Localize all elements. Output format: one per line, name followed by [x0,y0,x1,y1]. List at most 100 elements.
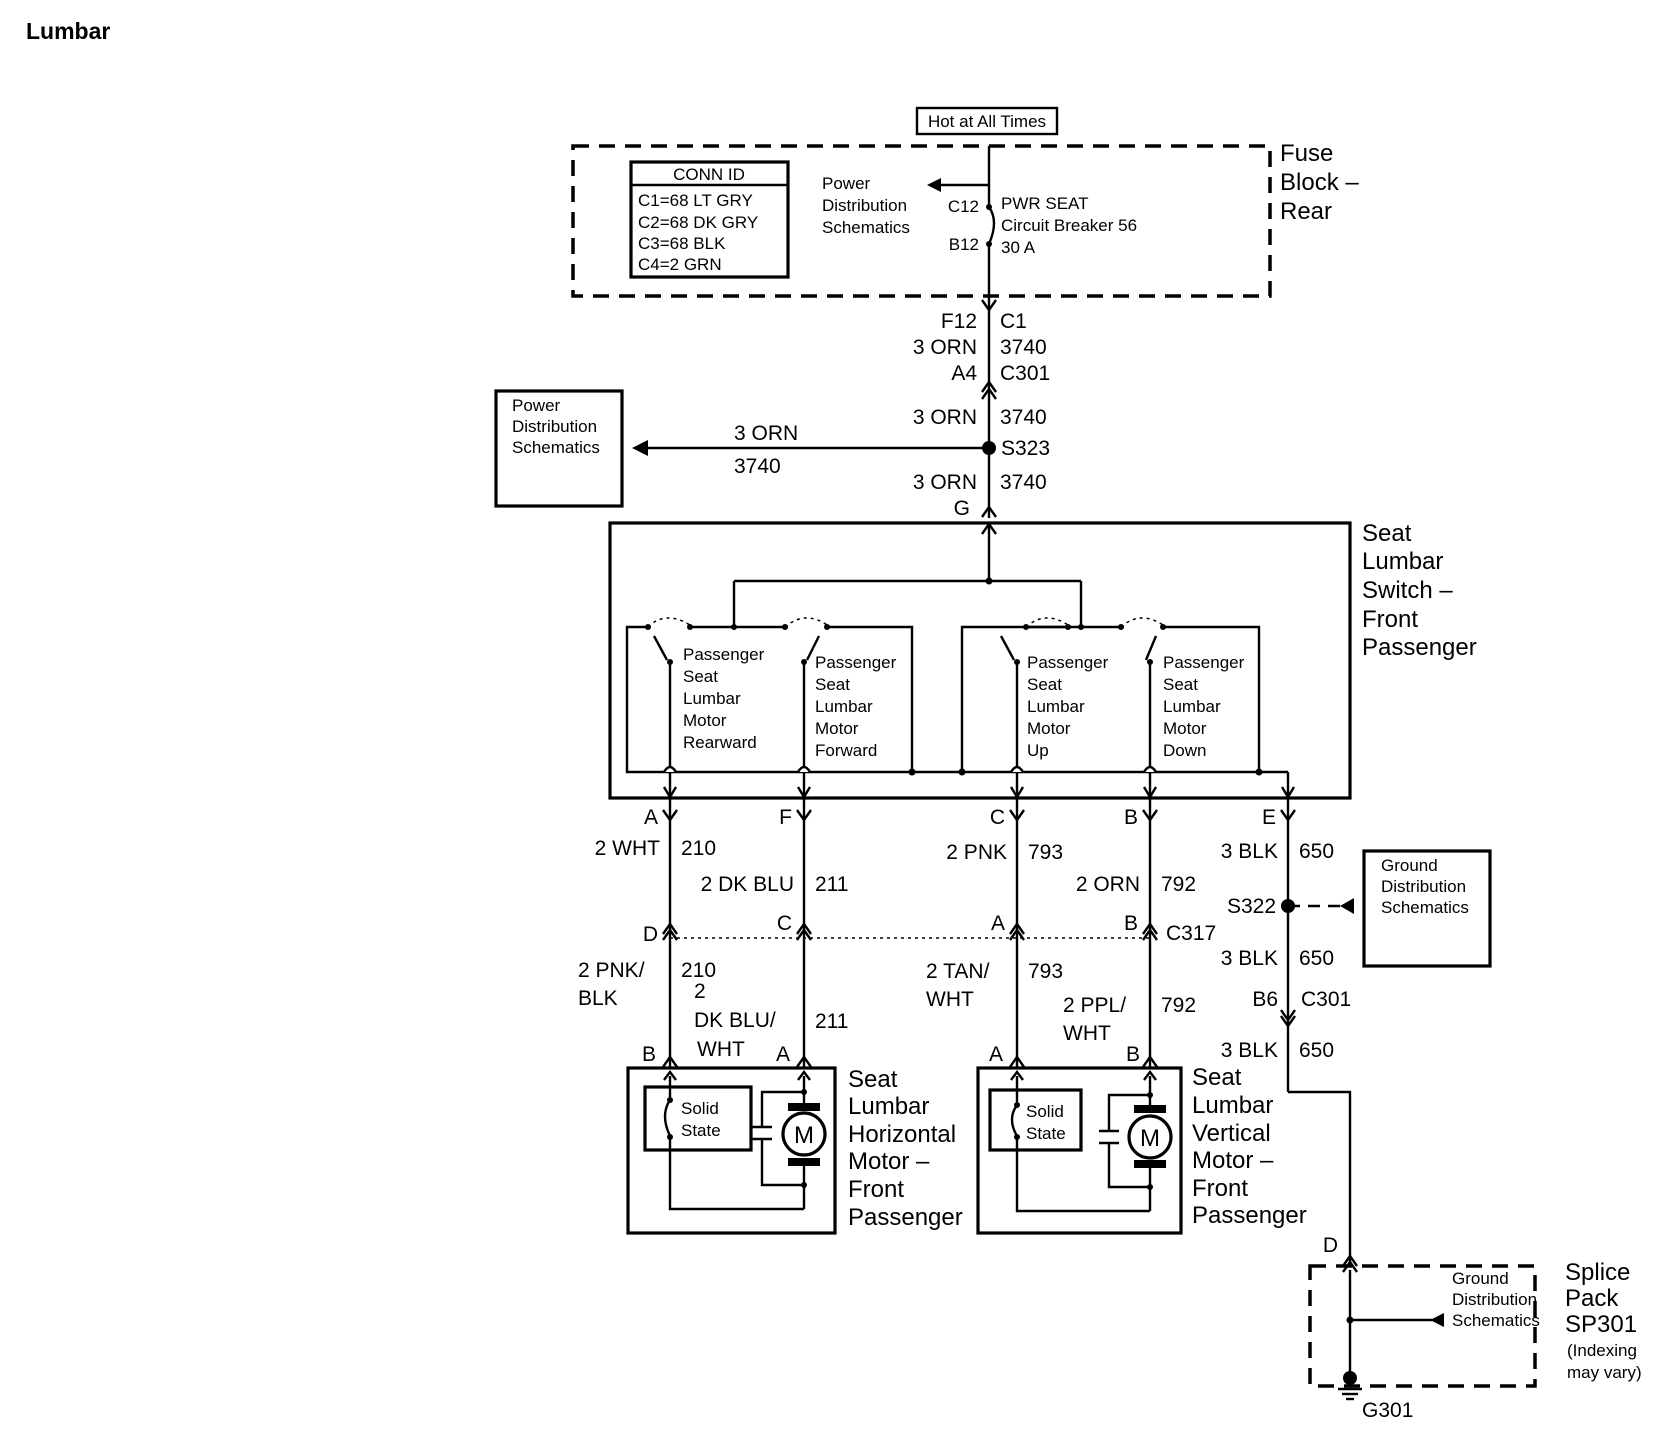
ground-distribution-box: Ground Distribution Schematics [1362,849,1492,968]
pin-label: A [776,1043,790,1066]
svg-text:Lumbar: Lumbar [1163,697,1221,716]
power-distribution-box: Power Distribution Schematics [494,389,624,508]
wire-circuit: 210 [681,959,716,982]
pin-label: C [777,912,792,935]
svg-text:Splice: Splice [1565,1259,1630,1286]
fuse-block-name: Fuse Block – Rear [1280,140,1359,225]
seat-lumbar-switch-box [608,521,1352,800]
branch-wire [632,440,989,456]
svg-text:Distribution: Distribution [1381,877,1466,896]
svg-text:Block –: Block – [1280,169,1359,196]
pin-label: B [1124,912,1138,935]
svg-text:may vary): may vary) [1567,1363,1642,1382]
connector-c301: C301 [1301,988,1351,1011]
svg-text:Fuse: Fuse [1280,140,1333,167]
conn-id-row: C3=68 BLK [638,234,726,253]
lower-wire-2-color: 2 DK BLU/ WHT [694,980,776,1061]
svg-text:Passenger: Passenger [1027,653,1109,672]
vertical-motor-box: M Solid State [976,1066,1183,1235]
horizontal-motor-name: Seat Lumbar Horizontal Motor – Front Pas… [848,1066,963,1231]
circuit-breaker-56: C12 B12 PWR SEAT Circuit Breaker 56 30 A [948,146,1137,296]
vertical-motor-name: Seat Lumbar Vertical Motor – Front Passe… [1192,1064,1307,1229]
svg-text:Pack: Pack [1565,1285,1619,1312]
svg-text:Schematics: Schematics [822,218,910,237]
wire-circuit: 792 [1161,873,1196,896]
output-wires [662,798,1354,1262]
pin-label: E [1262,806,1276,829]
svg-text:Lumbar: Lumbar [1362,548,1443,575]
splice-s323-label: S323 [1001,437,1050,460]
svg-text:Lumbar: Lumbar [683,689,741,708]
svg-text:BLK: BLK [578,987,618,1010]
fuse-block-boundary [571,144,1272,298]
svg-text:Seat: Seat [1192,1064,1242,1091]
wire-color: 2 PNK [946,841,1007,864]
svg-text:Passenger: Passenger [1192,1202,1307,1229]
switch-label-down: Passenger Seat Lumbar Motor Down [1163,653,1245,760]
svg-text:Seat: Seat [683,667,718,686]
pin-label: D [1323,1234,1338,1257]
svg-text:Passenger: Passenger [1163,653,1245,672]
svg-text:Solid: Solid [1026,1102,1064,1121]
lower-wire-3-color: 2 TAN/ WHT [926,960,990,1011]
svg-text:Up: Up [1027,741,1049,760]
connector-c301: C301 [1000,362,1050,385]
svg-text:2 TAN/: 2 TAN/ [926,960,990,983]
svg-text:Lumbar: Lumbar [1192,1092,1273,1119]
svg-text:Ground: Ground [1452,1269,1509,1288]
conn-id-header: CONN ID [673,165,745,184]
conn-id-row: C4=2 GRN [638,255,722,274]
svg-text:WHT: WHT [697,1038,745,1061]
lower-wire-1-color: 2 PNK/ BLK [578,959,645,1010]
svg-text:WHT: WHT [926,988,974,1011]
pin-label: D [643,923,658,946]
svg-text:PWR SEAT: PWR SEAT [1001,194,1089,213]
hot-at-all-times-label: Hot at All Times [928,112,1046,131]
wire-color: 3 BLK [1221,947,1278,970]
motor-symbol: M [794,1122,814,1149]
wire-color: 3 ORN [734,422,798,445]
svg-text:Seat: Seat [1027,675,1062,694]
switch-internal-wiring [625,521,1296,800]
svg-text:Lumbar: Lumbar [815,697,873,716]
svg-text:State: State [681,1121,721,1140]
svg-text:2 PNK/: 2 PNK/ [578,959,645,982]
wire-circuit: 650 [1299,1039,1334,1062]
motor-icon [1127,1114,1173,1160]
svg-text:Solid: Solid [681,1099,719,1118]
wire-color: 3 ORN [913,336,977,359]
switch-label-rearward: Passenger Seat Lumbar Motor Rearward [683,645,765,752]
arrow-left-icon [1340,898,1354,914]
arrow-left-icon [632,440,648,456]
svg-text:Distribution: Distribution [1452,1290,1537,1309]
wire-circuit: 650 [1299,840,1334,863]
connector-pin: B6 [1252,988,1278,1011]
svg-text:(Indexing: (Indexing [1567,1341,1637,1360]
svg-text:Distribution: Distribution [822,196,907,215]
svg-text:Horizontal: Horizontal [848,1121,956,1148]
wire-color: 3 BLK [1221,1039,1278,1062]
wire-color: 3 ORN [913,471,977,494]
svg-text:Passenger: Passenger [815,653,897,672]
breaker-pin-top: C12 [948,197,979,216]
svg-text:State: State [1026,1124,1066,1143]
arrow-left-icon [927,178,941,192]
feed-wire [981,296,997,518]
switch-label-forward: Passenger Seat Lumbar Motor Forward [815,653,897,760]
svg-text:Distribution: Distribution [512,417,597,436]
svg-text:2 PPL/: 2 PPL/ [1063,994,1126,1017]
wire-circuit: 210 [681,837,716,860]
svg-text:Lumbar: Lumbar [848,1093,929,1120]
svg-text:Schematics: Schematics [512,438,600,457]
connector-c317: C317 [1166,922,1216,945]
svg-text:Seat: Seat [1163,675,1198,694]
wire-color: 2 ORN [1076,873,1140,896]
svg-text:Switch –: Switch – [1362,577,1453,604]
svg-text:Passenger: Passenger [848,1204,963,1231]
splice-pack-ground-dist-ref: Ground Distribution Schematics [1452,1269,1540,1330]
splice-s322-label: S322 [1227,895,1276,918]
svg-text:Seat: Seat [1362,520,1412,547]
pin-label: B [1126,1043,1140,1066]
svg-text:Motor –: Motor – [1192,1147,1274,1174]
ground-g301: G301 [1362,1399,1413,1422]
